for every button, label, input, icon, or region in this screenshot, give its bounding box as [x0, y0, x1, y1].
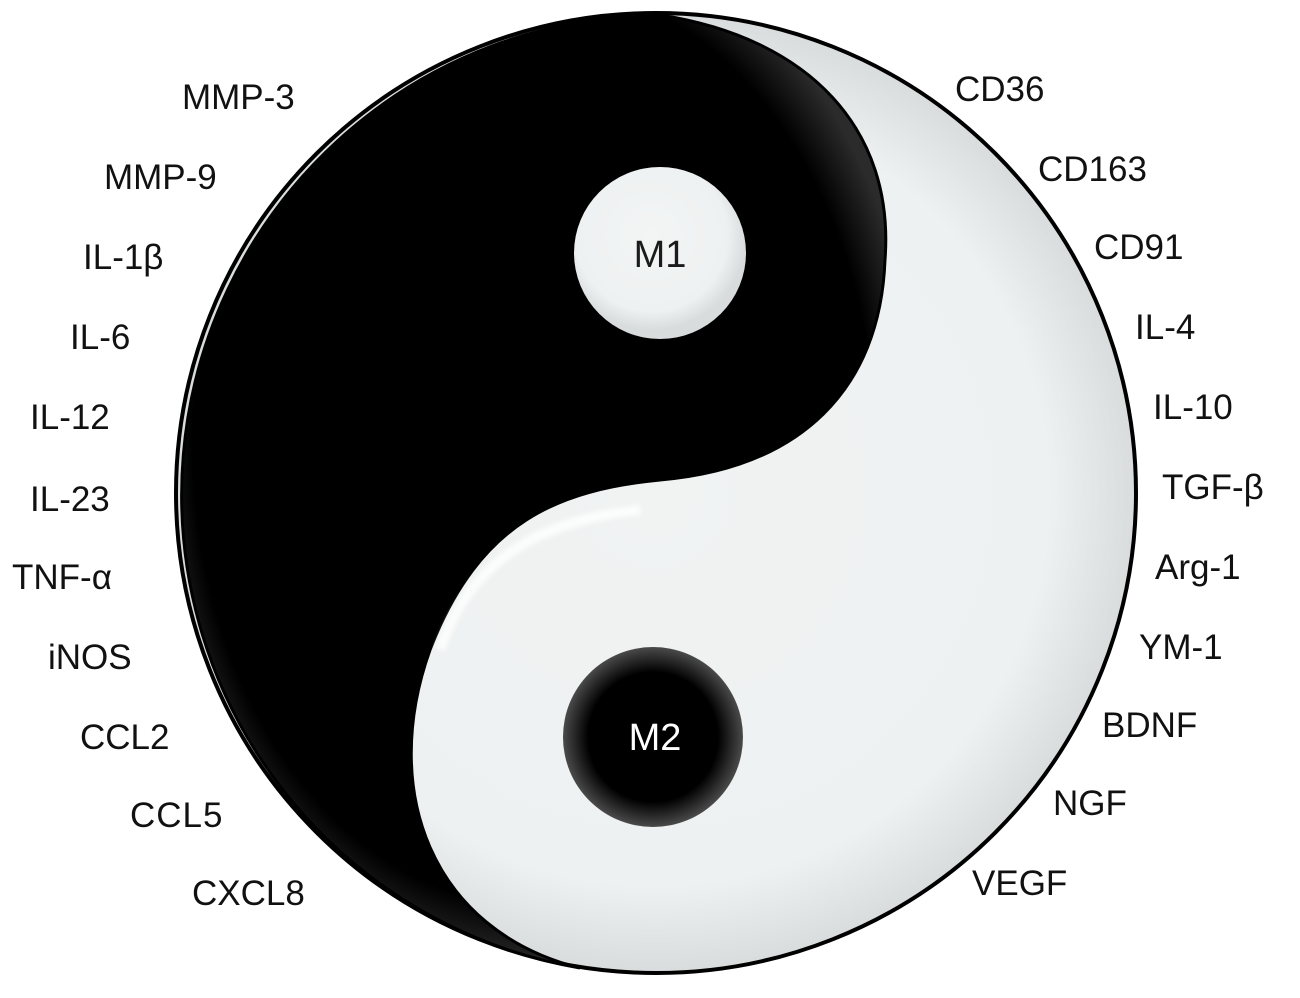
m1-marker-inos: iNOS — [48, 638, 132, 677]
m2-marker-il4: IL-4 — [1135, 308, 1196, 347]
m2-marker-ym1: YM-1 — [1139, 628, 1223, 667]
m2-marker-bdnf: BDNF — [1102, 706, 1198, 745]
m1-marker-mmp9: MMP-9 — [104, 158, 217, 197]
m1-marker-ccl5: CCL5 — [130, 796, 224, 835]
m2-marker-tgfb: TGF-β — [1162, 468, 1264, 507]
m2-marker-il10: IL-10 — [1153, 388, 1233, 427]
m1-marker-mmp3: MMP-3 — [182, 78, 295, 117]
m1-dot — [574, 167, 746, 339]
m1-marker-il6: IL-6 — [70, 318, 131, 357]
m2-marker-cd163: CD163 — [1038, 150, 1147, 189]
m2-dot — [563, 647, 743, 827]
m2-marker-arg1: Arg-1 — [1155, 548, 1241, 587]
m1-marker-il12: IL-12 — [30, 398, 110, 437]
m2-marker-cd36: CD36 — [955, 70, 1045, 109]
m1-marker-cxcl8: CXCL8 — [192, 874, 305, 913]
m1-marker-tnfa: TNF-α — [12, 558, 112, 597]
curve-highlight — [435, 505, 641, 652]
m1-marker-il23: IL-23 — [30, 480, 110, 519]
m1-marker-il1b: IL-1β — [83, 238, 164, 277]
m2-marker-cd91: CD91 — [1094, 228, 1184, 267]
m2-marker-ngf: NGF — [1053, 784, 1127, 823]
m2-label: M2 — [628, 717, 682, 759]
m1-marker-ccl2: CCL2 — [80, 718, 170, 757]
m1-label: M1 — [633, 234, 687, 276]
m2-marker-vegf: VEGF — [972, 864, 1068, 903]
